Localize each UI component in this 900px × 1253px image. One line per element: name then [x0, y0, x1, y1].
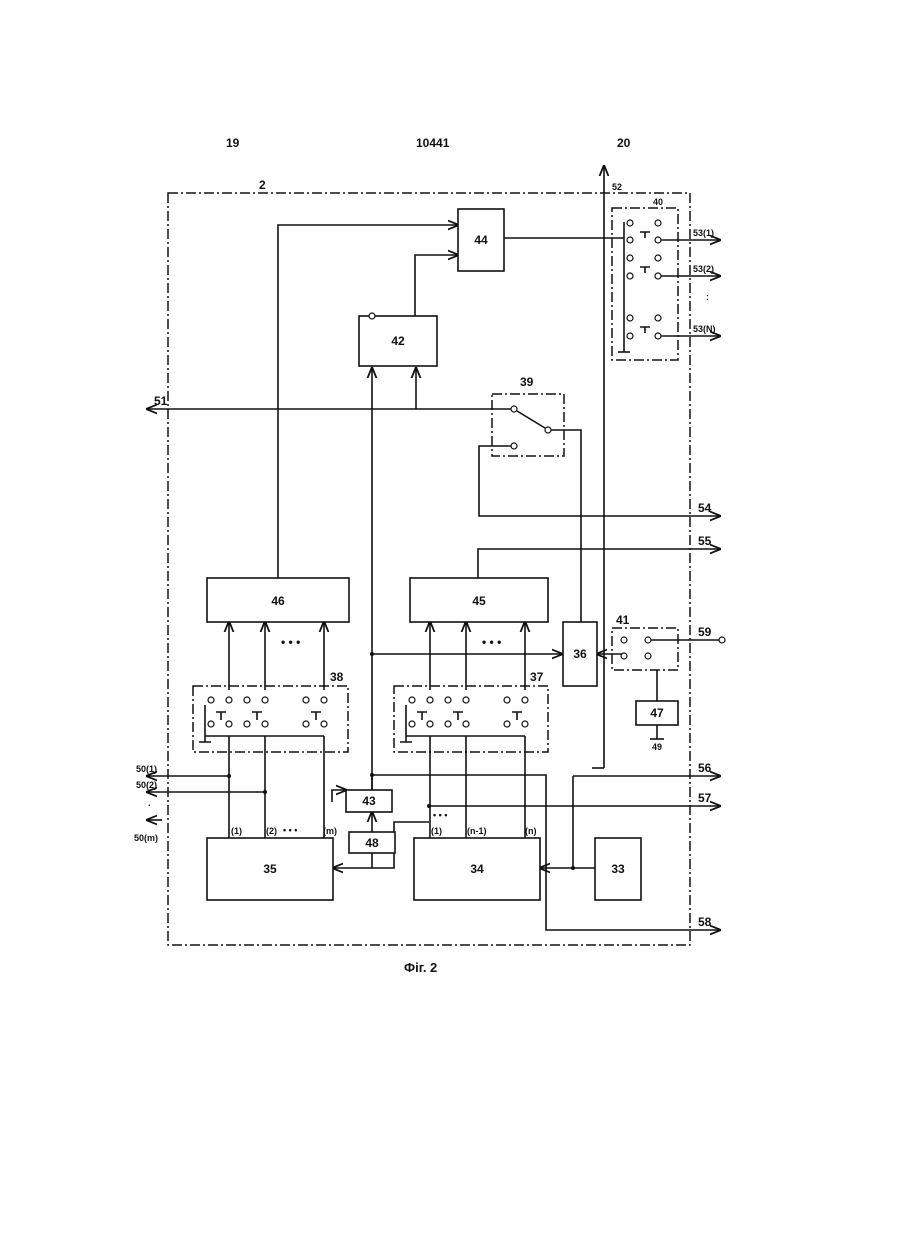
- svg-text:33: 33: [611, 862, 625, 876]
- figure-caption: Фіг. 2: [404, 960, 437, 975]
- block-46: 46: [207, 578, 349, 622]
- svg-text::: :: [706, 292, 709, 302]
- block-45: 45: [410, 578, 548, 622]
- block-42: 42: [359, 313, 437, 366]
- bus-label-34-n: (n): [525, 826, 537, 836]
- terminal-58: 58: [698, 915, 712, 929]
- block-44: 44: [458, 209, 504, 271]
- ellipsis-46: • • •: [281, 635, 300, 649]
- terminal-54: 54: [698, 501, 712, 515]
- block-35: 35: [207, 838, 333, 900]
- svg-text:46: 46: [271, 594, 285, 608]
- terminal-50-m: 50(m): [134, 833, 158, 843]
- svg-text:42: 42: [391, 334, 405, 348]
- svg-text:34: 34: [470, 862, 484, 876]
- terminal-50-1: 50(1): [136, 764, 157, 774]
- block-43: 43: [346, 790, 392, 812]
- svg-text:41: 41: [616, 613, 630, 627]
- header-page-right: 20: [617, 136, 631, 150]
- header-page-left: 19: [226, 136, 240, 150]
- block-47: 47: [636, 701, 678, 725]
- ellipsis-45: • • •: [482, 635, 501, 649]
- terminal-53-2: 53(2): [693, 264, 714, 274]
- terminal-53-N: 53(N): [693, 324, 716, 334]
- svg-text:39: 39: [520, 375, 534, 389]
- switch-group-40: 40 :: [612, 197, 720, 360]
- terminal-50-2: 50(2): [136, 780, 157, 790]
- svg-text:40: 40: [653, 197, 663, 207]
- frame-label: 2: [259, 178, 266, 192]
- svg-text:.: .: [148, 798, 151, 808]
- bus-label-35-m: (m): [323, 826, 337, 836]
- switch-group-41: 41: [612, 613, 725, 670]
- ellipsis-34-bus: • • •: [433, 810, 447, 820]
- terminal-56: 56: [698, 761, 712, 775]
- svg-text:37: 37: [530, 670, 544, 684]
- switch-group-39: 39: [492, 375, 564, 456]
- svg-text:38: 38: [330, 670, 344, 684]
- block-36: 36: [563, 622, 597, 686]
- bus-label-34-1: (1): [431, 826, 442, 836]
- svg-text:43: 43: [362, 794, 376, 808]
- terminal-53-1: 53(1): [693, 228, 714, 238]
- terminal-52: 52: [612, 182, 622, 192]
- bus-label-35-1: (1): [231, 826, 242, 836]
- block-48: 48: [349, 832, 395, 853]
- bus-label-35-2: (2): [266, 826, 277, 836]
- terminal-55: 55: [698, 534, 712, 548]
- svg-text:35: 35: [263, 862, 277, 876]
- header-patent-number: 10441: [416, 136, 450, 150]
- ellipsis-35-bus: • • •: [283, 825, 297, 835]
- terminal-49: 49: [652, 742, 662, 752]
- svg-text:44: 44: [474, 233, 488, 247]
- svg-text:36: 36: [573, 647, 587, 661]
- block-34: 34: [414, 838, 540, 900]
- terminal-57: 57: [698, 791, 712, 805]
- svg-text:45: 45: [472, 594, 486, 608]
- block-33: 33: [595, 838, 641, 900]
- svg-text:47: 47: [650, 706, 664, 720]
- bus-label-34-n1: (n-1): [467, 826, 487, 836]
- terminal-51: 51: [154, 394, 168, 408]
- svg-text:48: 48: [365, 836, 379, 850]
- terminal-59: 59: [698, 625, 712, 639]
